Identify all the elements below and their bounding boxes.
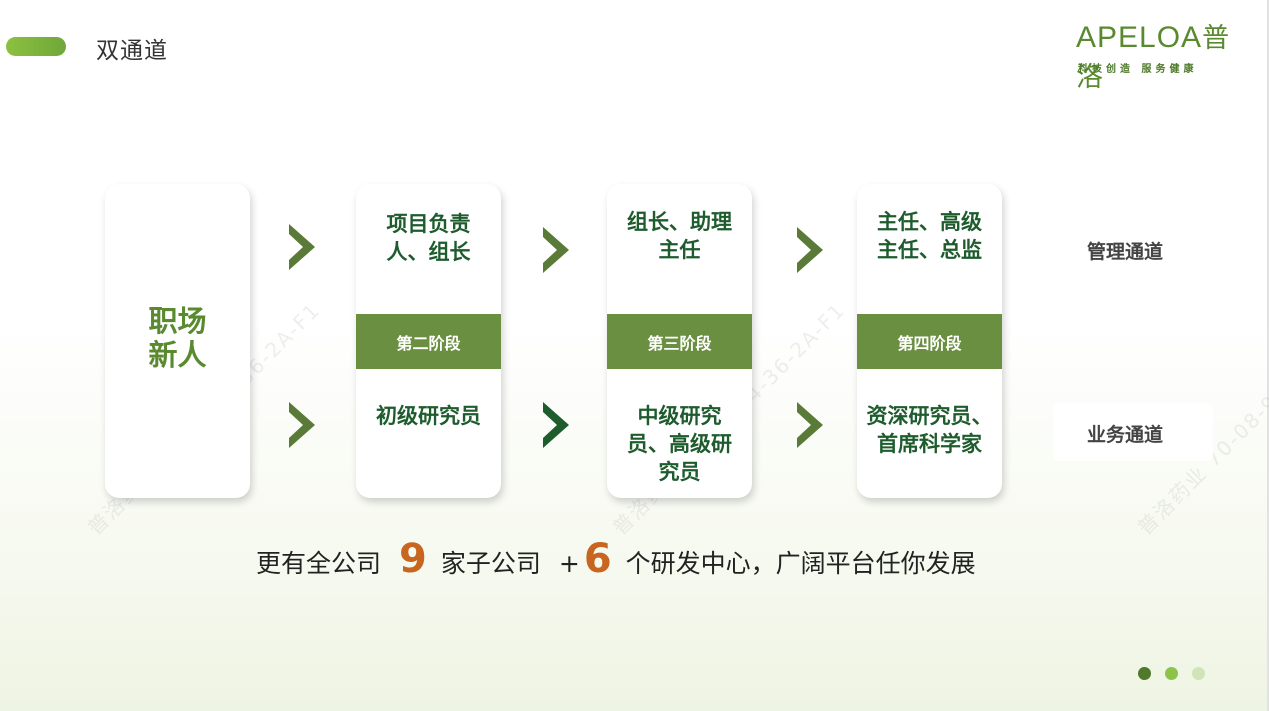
logo-brand-en: APELOA: [1076, 21, 1203, 54]
stage-band: 第三阶段: [607, 314, 752, 369]
management-role: 组长、助理主任: [627, 210, 732, 262]
track-label-management: 管理通道: [1086, 241, 1163, 263]
rd-center-count: 6: [583, 536, 612, 582]
apeloa-logo: APELOA普洛 科技创造 服务健康: [1076, 16, 1246, 93]
logo-brand-cn: 普洛: [1076, 23, 1231, 93]
logo-wordmark: APELOA普洛: [1076, 16, 1246, 94]
business-role: 初级研究员: [376, 404, 481, 428]
arrow-right-icon: [797, 227, 823, 273]
management-role: 项目负责人、组长: [386, 212, 471, 264]
logo-slogan: 科技创造 服务健康: [1078, 64, 1198, 75]
pagination-dots: [1138, 667, 1205, 680]
title-accent-pill: [6, 37, 66, 56]
start-card: 职场新人: [105, 184, 250, 498]
arrow-right-icon: [289, 402, 315, 448]
start-label-text: 职场新人: [148, 304, 207, 372]
right-edge-divider: [1267, 0, 1269, 711]
page-dot[interactable]: [1165, 667, 1178, 680]
arrow-right-icon: [797, 402, 823, 448]
business-role: 资深研究员、首席科学家: [866, 404, 993, 456]
arrow-right-icon: [543, 402, 569, 448]
footer-plus: +: [558, 549, 580, 578]
stage-card-2: 项目负责人、组长 第二阶段 初级研究员: [356, 184, 501, 498]
footer-suffix: 个研发中心，广阔平台任你发展: [625, 549, 976, 578]
start-label: 职场新人: [105, 304, 250, 372]
page-dot[interactable]: [1138, 667, 1151, 680]
stage-band: 第二阶段: [356, 314, 501, 369]
stage-card-4: 主任、高级主任、总监 第四阶段 资深研究员、首席科学家: [857, 184, 1002, 498]
footer-prefix: 更有全公司: [256, 549, 382, 578]
track-box-business: [1053, 403, 1213, 461]
page-title: 双通道: [96, 38, 168, 64]
page-dot[interactable]: [1192, 667, 1205, 680]
stage-card-3: 组长、助理主任 第三阶段 中级研究员、高级研究员: [607, 184, 752, 498]
track-label-business: 业务通道: [1086, 424, 1163, 446]
subsidiary-count: 9: [399, 536, 427, 582]
arrow-right-icon: [289, 224, 315, 270]
footer-mid: 家子公司: [440, 549, 541, 578]
stage-band: 第四阶段: [857, 314, 1002, 369]
footer-statement: 更有全公司 9 家子公司 + 6 个研发中心，广阔平台任你发展: [256, 536, 976, 584]
business-role: 中级研究员、高级研究员: [627, 404, 732, 484]
arrow-right-icon: [543, 227, 569, 273]
management-role: 主任、高级主任、总监: [877, 210, 982, 262]
